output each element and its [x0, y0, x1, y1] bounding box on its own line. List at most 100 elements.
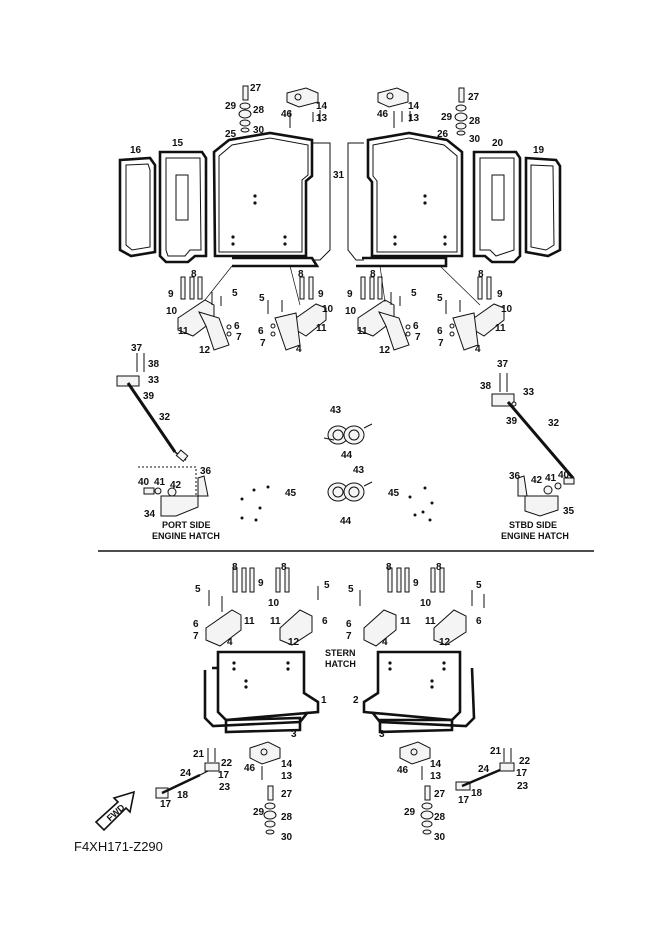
part-label: 44: [341, 450, 353, 461]
part-label: 5: [195, 584, 201, 595]
part-label: 42: [531, 475, 543, 486]
part-label: 14: [316, 101, 328, 112]
hinge-assembly-7: [359, 567, 410, 647]
part-label: 28: [281, 812, 293, 823]
hinge-block-bottom-left: [249, 741, 281, 835]
part-label: 22: [221, 758, 233, 769]
part-label: 11: [178, 326, 189, 337]
part-label: 6: [413, 321, 419, 332]
part-labels-top: 27 29 28 30 46 14 13 25 16 15 31 26 20 1…: [130, 83, 545, 181]
part-label: 33: [523, 387, 535, 398]
part-label: 17: [160, 799, 172, 810]
part-label: 5: [232, 288, 238, 299]
hinge-block-bottom-right: [399, 741, 434, 835]
part-label: 35: [563, 506, 575, 517]
part-label: 2: [353, 695, 359, 706]
part-label: 37: [131, 343, 143, 354]
screw-set-45: [240, 485, 434, 522]
part-labels-bottom: 8 9 8 5 5 10 6 7 11 4 11 6 12 8 9 8 5 5 …: [160, 562, 531, 843]
part-label: 29: [441, 112, 453, 123]
fwd-arrow-icon: FWD: [94, 790, 136, 832]
vent-clip-lower: [327, 481, 373, 502]
part-label: 8: [370, 269, 376, 280]
part-label: 45: [388, 488, 400, 499]
part-label: 7: [346, 631, 352, 642]
part-label: 10: [345, 306, 357, 317]
hinge-assembly-1: [177, 276, 232, 351]
hinge-assembly-3: [357, 276, 411, 351]
part-label: 1: [321, 695, 327, 706]
part-label: 6: [258, 326, 264, 337]
part-label: 28: [253, 105, 265, 116]
part-label: 18: [177, 790, 189, 801]
part-label: 11: [425, 616, 436, 627]
part-label: 33: [148, 375, 160, 386]
seal-19: [524, 156, 562, 258]
part-label: 10: [268, 598, 280, 609]
part-label: 38: [480, 381, 492, 392]
part-label: 27: [281, 789, 293, 800]
port-side-caption-line1: PORT SIDE: [162, 520, 211, 530]
part-label: 41: [545, 473, 557, 484]
part-label: 18: [471, 788, 483, 799]
stbd-side-caption-line1: STBD SIDE: [509, 520, 557, 530]
part-label: 9: [413, 578, 419, 589]
part-label: 12: [288, 637, 300, 648]
part-label: 23: [517, 781, 529, 792]
strut-bottom-left: [155, 748, 220, 799]
hinge-assembly-6: [275, 567, 319, 646]
part-label: 30: [281, 832, 293, 843]
part-label: 3: [379, 729, 385, 740]
part-label: 4: [382, 637, 388, 648]
part-label: 11: [244, 616, 255, 627]
part-label: 12: [439, 637, 451, 648]
part-label: 11: [495, 323, 506, 334]
part-label: 10: [420, 598, 432, 609]
part-label: 34: [144, 509, 156, 520]
part-label: 41: [154, 477, 166, 488]
part-label: 17: [516, 768, 528, 779]
part-label: 9: [258, 578, 264, 589]
part-label: 29: [253, 807, 265, 818]
part-label: 11: [357, 326, 368, 337]
part-label: 6: [476, 616, 482, 627]
part-label: 23: [219, 782, 231, 793]
part-label: 8: [298, 269, 304, 280]
part-label: 10: [322, 304, 334, 315]
stern-hatch-left: [203, 650, 320, 734]
gas-strut-stbd: [491, 373, 575, 479]
seal-15: [158, 150, 208, 264]
part-label: 5: [411, 288, 417, 299]
part-label: 46: [397, 765, 409, 776]
part-label: 9: [347, 289, 353, 300]
part-label: 46: [377, 109, 389, 120]
part-label: 13: [430, 771, 442, 782]
part-label: 8: [232, 562, 238, 573]
seal-31-right: [347, 142, 364, 261]
hinge-assembly-2: [267, 276, 327, 351]
part-label: 28: [469, 116, 481, 127]
part-label: 17: [458, 795, 470, 806]
hinge-assembly-8: [430, 567, 485, 646]
strut-bracket-port: [138, 466, 209, 517]
part-labels-hinges-top: 8 9 9 8 5 10 11 12 6 7 5 6 7 4 10 11 8 9…: [166, 269, 513, 356]
part-label: 6: [193, 619, 199, 630]
part-label: 19: [533, 145, 545, 156]
strut-bracket-stbd: [517, 475, 575, 517]
part-label: 29: [225, 101, 237, 112]
hinge-block-top-left: [238, 85, 321, 133]
part-label: 25: [225, 129, 237, 140]
part-label: 40: [558, 470, 570, 481]
part-label: 13: [408, 113, 420, 124]
part-label: 11: [400, 616, 411, 627]
port-side-caption-line2: ENGINE HATCH: [152, 531, 220, 541]
part-label: 9: [168, 289, 174, 300]
hinge-assembly-5: [205, 567, 255, 647]
part-label: 5: [324, 580, 330, 591]
part-label: 24: [478, 764, 490, 775]
hatch-26: [356, 131, 464, 268]
diagram-code: F4XH171-Z290: [74, 839, 163, 854]
part-label: 36: [200, 466, 212, 477]
part-label: 9: [318, 289, 324, 300]
